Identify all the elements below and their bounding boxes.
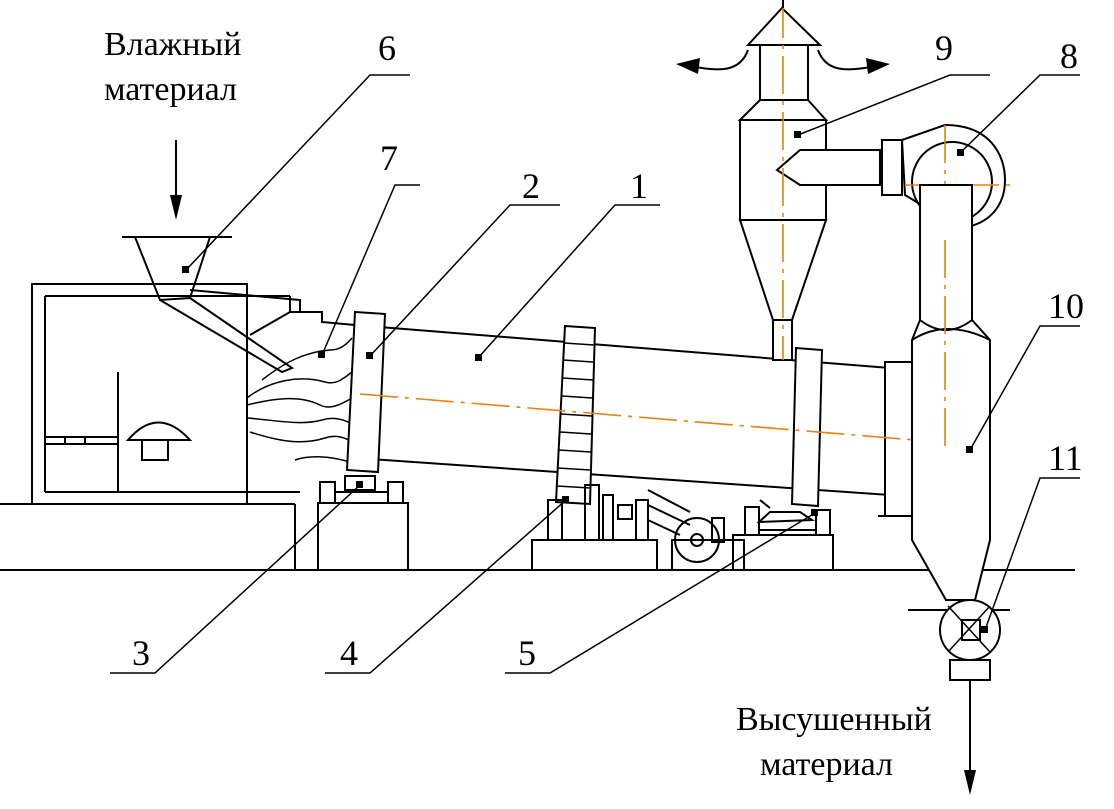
label-2: 2 [522,166,540,206]
input-caption-line2: материал [104,71,237,108]
label-10: 10 [1048,286,1084,326]
input-caption-line1: Влажный [104,26,241,63]
rotating-drum [345,310,976,517]
label-6: 6 [378,28,396,68]
settling-chamber [908,184,1010,611]
label-3: 3 [132,633,150,673]
cyclone [737,0,881,361]
rotary-valve [939,599,1001,681]
leader-lines [110,74,1080,674]
furnace [31,283,353,505]
support-roller-left [317,475,409,571]
output-arrow [964,680,976,795]
label-8: 8 [1060,36,1078,76]
support-roller-right [732,499,834,571]
gear-teeth [556,342,595,489]
exhaust-arrows [676,0,890,74]
feed-hopper [122,236,356,374]
label-11: 11 [1048,438,1083,478]
label-9: 9 [935,28,953,68]
pointer-dots [182,131,988,633]
label-1: 1 [630,166,648,206]
output-caption-line1: Высушенный [736,701,932,738]
label-7: 7 [380,138,398,178]
output-caption-line2: материал [760,746,893,783]
input-arrow [170,140,182,220]
label-4: 4 [340,633,358,673]
label-5: 5 [518,633,536,673]
